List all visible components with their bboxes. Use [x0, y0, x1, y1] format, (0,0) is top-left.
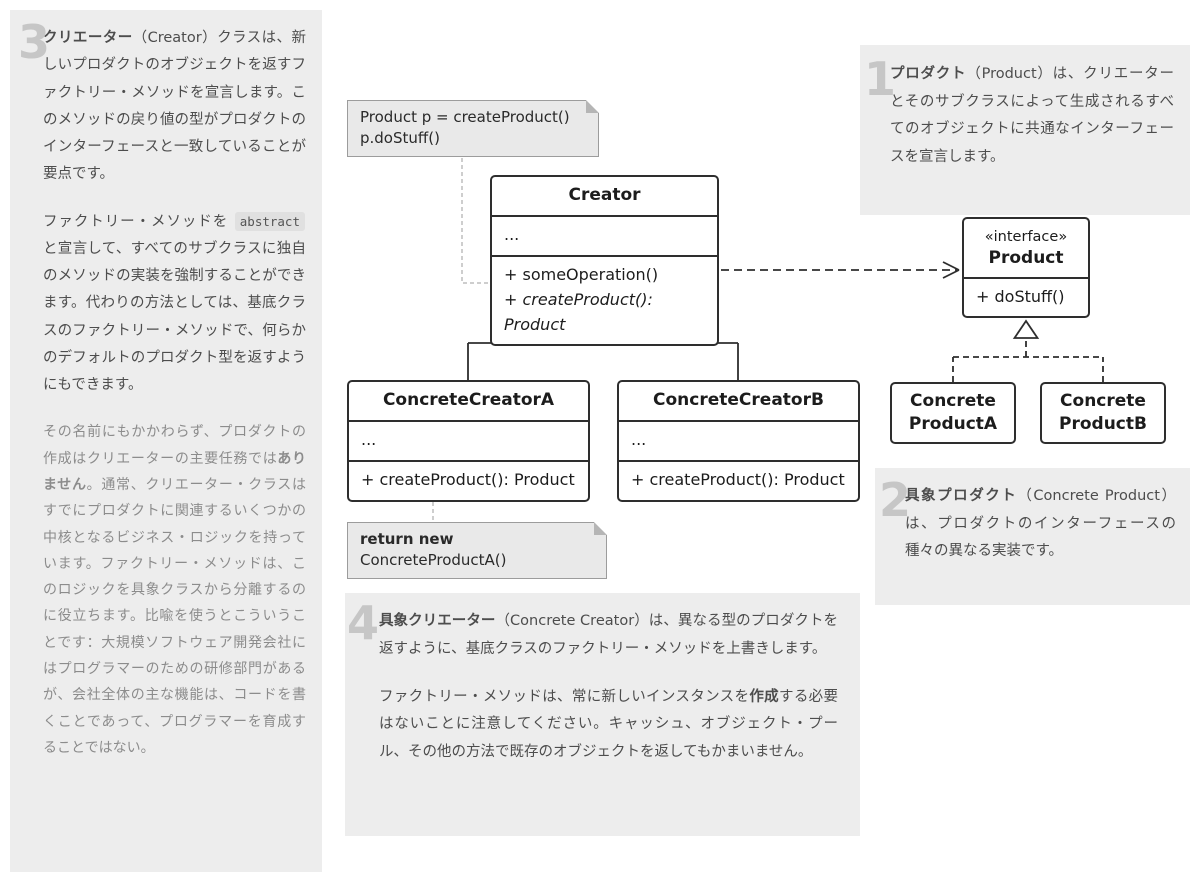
- text-run: （Concrete Creator）は、異なる型のプロダクトを返すように、基底ク…: [379, 613, 839, 657]
- uml-note-client-code: Product p = createProduct() p.doStuff(): [347, 100, 599, 157]
- note-fold-icon: [594, 522, 607, 535]
- text-run-bold: プロダクト: [890, 66, 967, 82]
- annotation-panel-creator: 3 クリエーター（Creator）クラスは、新しいプロダクトのオブジェクトを返す…: [10, 10, 322, 872]
- text-run: （Creator）クラスは、新しいプロダクトのオブジェクトを返すファクトリー・メ…: [43, 30, 306, 183]
- class-title: ConcreteCreatorA: [349, 382, 588, 422]
- method-do-stuff: + doStuff(): [976, 287, 1065, 306]
- class-title-line: Concrete: [1060, 391, 1146, 412]
- class-title-line: ProductB: [1059, 414, 1147, 434]
- text-run-bold: クリエーター: [43, 30, 133, 46]
- paragraph: 具象クリエーター（Concrete Creator）は、異なる型のプロダクトを返…: [379, 608, 838, 664]
- class-title: ConcreteCreatorB: [619, 382, 858, 422]
- annotation-number-3: 3: [18, 15, 51, 69]
- realization-triangle-icon: [1012, 319, 1040, 339]
- paragraph: ファクトリー・メソッドを abstract と宣言して、すべてのサブクラスに独自…: [43, 209, 306, 400]
- code-chip-abstract: abstract: [234, 211, 305, 231]
- uml-class-creator: Creator ... + someOperation() + createPr…: [490, 175, 719, 346]
- text-run-bold: 具象クリエーター: [379, 613, 496, 629]
- paragraph: 具象プロダクト（Concrete Product）は、プロダクトのインターフェー…: [905, 483, 1176, 566]
- text-run: する必要はないことに注意してください。キャッシュ、オブジェクト・プール、その他の…: [379, 688, 839, 761]
- text-run-bold: ありません: [43, 450, 307, 493]
- paragraph-secondary: その名前にもかかわらず、プロダクトの作成はクリエーターの主要任務ではありません。…: [43, 419, 306, 761]
- interface-title: Product: [988, 248, 1064, 268]
- uml-class-concrete-creator-b: ConcreteCreatorB ... + createProduct(): …: [617, 380, 860, 502]
- text-run: と宣言して、すべてのサブクラスに独自のメソッドの実装を強制することができます。代…: [43, 240, 306, 393]
- interface-header: «interface» Product: [964, 219, 1088, 279]
- note-top-connector: [461, 158, 488, 284]
- uml-note-return-new: return new ConcreteProductA(): [347, 522, 607, 579]
- text-run: ConcreteProductA(): [360, 551, 507, 569]
- class-title-line: Concrete: [910, 391, 996, 412]
- class-methods: + someOperation() + createProduct(): Pro…: [492, 257, 717, 344]
- annotation-number-1: 1: [864, 52, 897, 106]
- method-create-product: + createProduct(): Product: [504, 290, 653, 334]
- class-fields: ...: [349, 422, 588, 462]
- class-title: Creator: [492, 177, 717, 217]
- text-run: （Concrete Product）は、プロダクトのインターフェースの種々の異な…: [905, 488, 1177, 560]
- annotation-panel-product: 1 プロダクト（Product）は、クリエーターとそのサブクラスによって生成され…: [860, 45, 1190, 215]
- class-title-line: ProductA: [908, 414, 998, 434]
- dependency-arrowhead-icon: [942, 261, 960, 279]
- note-fold-icon: [586, 100, 599, 113]
- uml-class-concrete-product-b: Concrete ProductB: [1040, 382, 1166, 444]
- method-create-product: + createProduct(): Product: [631, 470, 845, 489]
- annotation-panel-concrete-product: 2 具象プロダクト（Concrete Product）は、プロダクトのインターフ…: [875, 468, 1190, 605]
- uml-interface-product: «interface» Product + doStuff(): [962, 217, 1090, 318]
- realization-lines: [952, 338, 1104, 382]
- text-run: 。通常、クリエーター・クラスはすでにプロダクトに関連するいくつかの中核となるビジ…: [43, 476, 306, 756]
- inheritance-lines: [467, 340, 739, 380]
- class-fields: ...: [492, 217, 717, 257]
- uml-class-concrete-product-a: Concrete ProductA: [890, 382, 1016, 444]
- text-run: その名前にもかかわらず、プロダクトの作成はクリエーターの主要任務では: [43, 424, 306, 467]
- text-run-bold: 作成: [749, 688, 779, 705]
- class-fields: ...: [619, 422, 858, 462]
- note-line: p.doStuff(): [360, 129, 440, 147]
- note-line: return new ConcreteProductA(): [360, 529, 594, 571]
- paragraph: ファクトリー・メソッドは、常に新しいインスタンスを作成する必要はないことに注意し…: [379, 684, 838, 767]
- text-run: ファクトリー・メソッドを: [43, 213, 234, 230]
- uml-class-concrete-creator-a: ConcreteCreatorA ... + createProduct(): …: [347, 380, 590, 502]
- method-create-product: + createProduct(): Product: [361, 470, 575, 489]
- annotation-number-2: 2: [879, 473, 912, 527]
- paragraph: プロダクト（Product）は、クリエーターとそのサブクラスによって生成されるす…: [890, 61, 1174, 171]
- annotation-number-4: 4: [347, 596, 380, 650]
- note-line: Product p = createProduct(): [360, 108, 570, 126]
- paragraph: クリエーター（Creator）クラスは、新しいプロダクトのオブジェクトを返すファ…: [43, 25, 306, 189]
- stereotype-label: «interface»: [984, 229, 1068, 245]
- text-run: ファクトリー・メソッドは、常に新しいインスタンスを: [379, 688, 750, 705]
- annotation-panel-concrete-creator: 4 具象クリエーター（Concrete Creator）は、異なる型のプロダクト…: [345, 593, 860, 836]
- method-some-operation: + someOperation(): [504, 265, 659, 284]
- text-run-bold: 具象プロダクト: [905, 488, 1018, 504]
- text-run-bold: return new: [360, 530, 454, 548]
- text-run: （Product）は、クリエーターとそのサブクラスによって生成されるすべてのオブ…: [890, 66, 1174, 165]
